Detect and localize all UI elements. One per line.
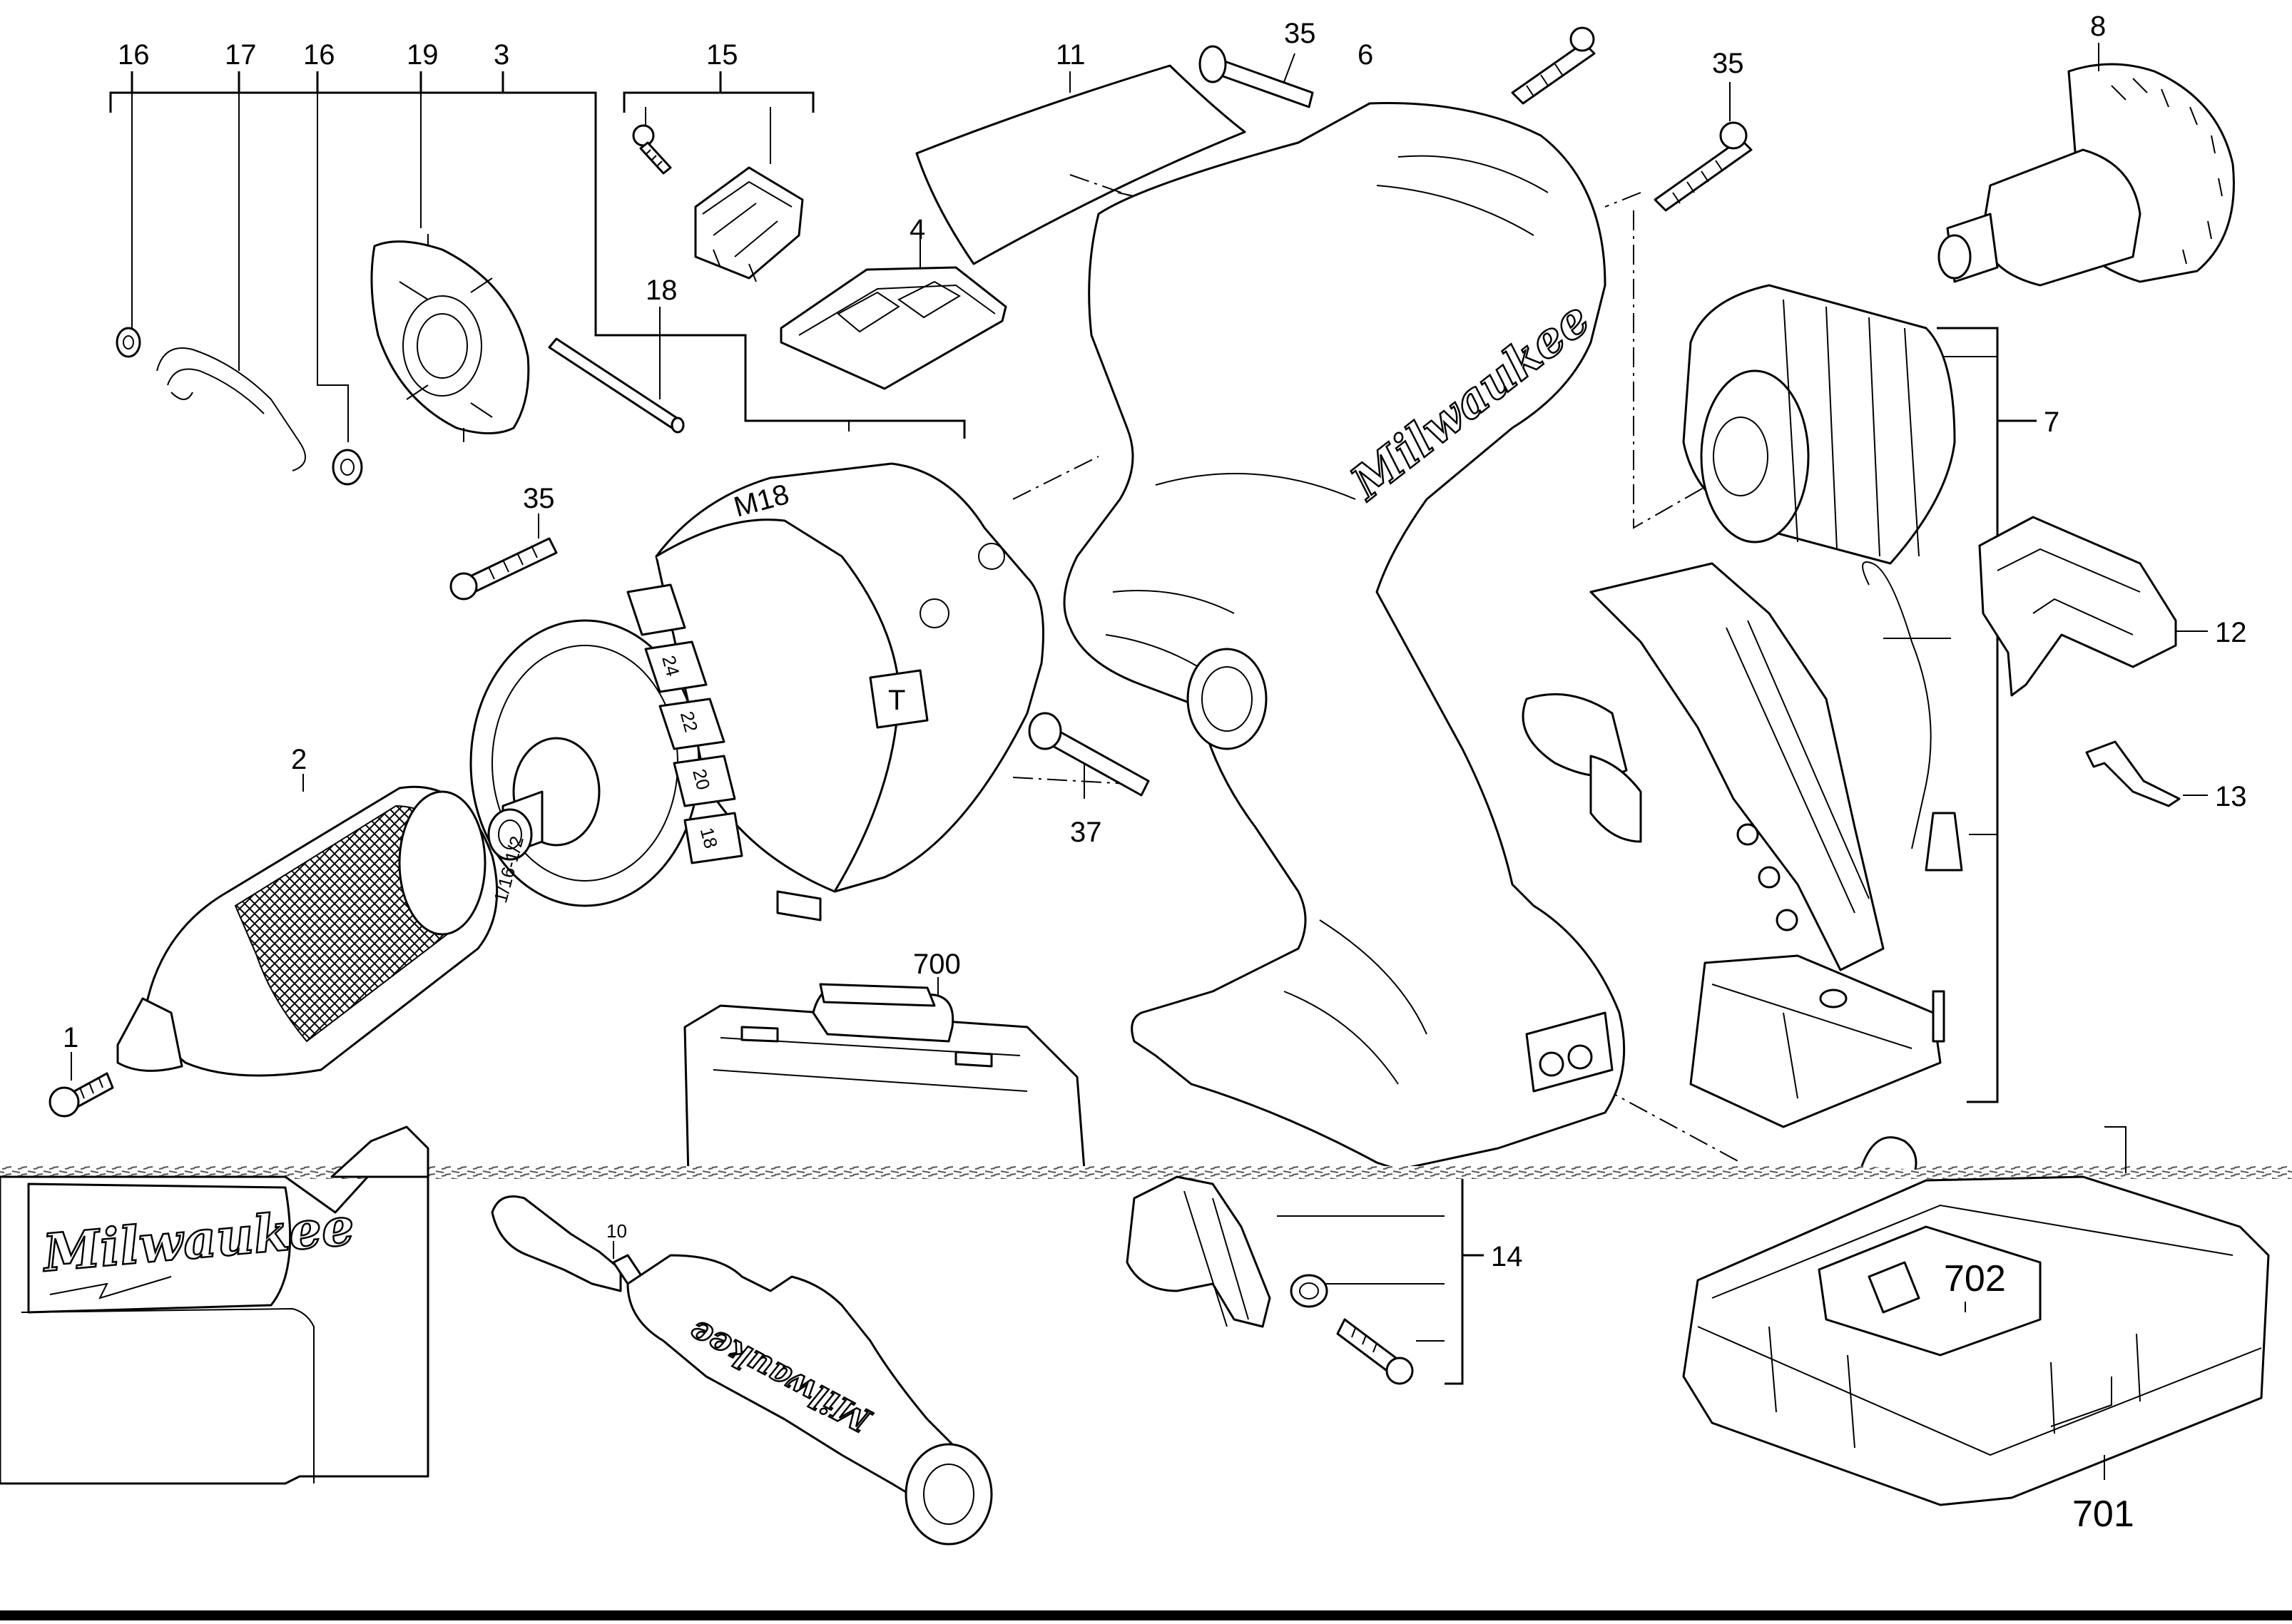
- label-8: 8: [2090, 11, 2106, 42]
- part-15-screw: [632, 124, 672, 175]
- label-6: 6: [1358, 39, 1373, 71]
- part-16-washer-left: [116, 327, 141, 358]
- label-2: 2: [291, 744, 307, 775]
- part-700-battery: [683, 977, 1086, 1178]
- label-35-left: 35: [523, 483, 555, 514]
- label-700: 700: [913, 949, 961, 980]
- part-7-circuit-board: [1689, 954, 1945, 1128]
- part-37-screw: [1028, 712, 1150, 799]
- label-35-right: 35: [1712, 48, 1744, 79]
- part-12-switch: [1978, 516, 2208, 697]
- latch-ring: [1860, 1136, 1917, 1170]
- charger-unit: Milwaukee: [0, 1125, 429, 1485]
- label-12: 12: [2215, 617, 2247, 648]
- label-702: 702: [1944, 1258, 2006, 1299]
- part-19-clutch-plate: [370, 234, 530, 442]
- label-14: 14: [1491, 1241, 1523, 1272]
- part-35-screw-left: [449, 514, 558, 601]
- part-7-stator: [1682, 284, 1956, 565]
- part-7-wire-harness: [1522, 561, 1963, 971]
- part-17-spring: [156, 347, 306, 471]
- label-13: 13: [2215, 781, 2247, 812]
- part-13-clip: [2085, 740, 2208, 807]
- label-16-right: 16: [303, 39, 335, 71]
- part-1-screw: [49, 1052, 114, 1118]
- label-701: 701: [2072, 1493, 2134, 1535]
- label-19: 19: [407, 39, 439, 71]
- part-8-rotor: [1937, 43, 2235, 287]
- part-18-rod: [548, 307, 685, 434]
- label-37: 37: [1070, 817, 1102, 848]
- bottom-rule: [0, 1610, 2292, 1620]
- part-16-washer-right: [332, 449, 363, 486]
- label-7: 7: [2044, 407, 2059, 438]
- part-14-belt-clip: [1126, 1175, 1414, 1385]
- bracket-group-15: [623, 71, 815, 164]
- part-4-switch-button: [780, 235, 1007, 390]
- part-11-label: [915, 64, 1246, 265]
- scan-strip: [0, 1166, 2292, 1179]
- bracket-group-7: [1883, 327, 2037, 1103]
- label-17: 17: [225, 39, 257, 71]
- part-10-side-handle: Milwaukee: [491, 1195, 993, 1546]
- label-11: 11: [1056, 39, 1086, 71]
- gear-housing-assembly: 24 22 20 18 M18 T: [469, 462, 1044, 921]
- part-15-clip: [694, 166, 804, 282]
- label-16-left: 16: [118, 39, 150, 71]
- label-1: 1: [63, 1022, 78, 1053]
- label-35-top: 35: [1284, 18, 1316, 49]
- label-10: 10: [606, 1220, 627, 1242]
- label-4: 4: [910, 214, 925, 245]
- part-35-screw-right: [1654, 82, 1753, 212]
- part-labels: 16 17 16 19 3 15 11 35 6 35 8 4 18 35 7 …: [63, 11, 2247, 1535]
- label-15: 15: [706, 39, 738, 71]
- part-35-screw-top: [1198, 45, 1314, 108]
- gear-marking-t: T: [888, 685, 905, 716]
- part-6-housing: Milwaukee: [1063, 102, 1626, 1171]
- case-701: [1682, 1126, 2270, 1506]
- label-3: 3: [494, 39, 509, 71]
- part-2-chuck: 1/16-1/2: [116, 774, 528, 1077]
- dial-windows: 24 22 20 18: [626, 583, 743, 864]
- part-35-screw-far: [1511, 26, 1596, 105]
- label-18: 18: [646, 275, 678, 306]
- bracket-group-3: [109, 71, 966, 442]
